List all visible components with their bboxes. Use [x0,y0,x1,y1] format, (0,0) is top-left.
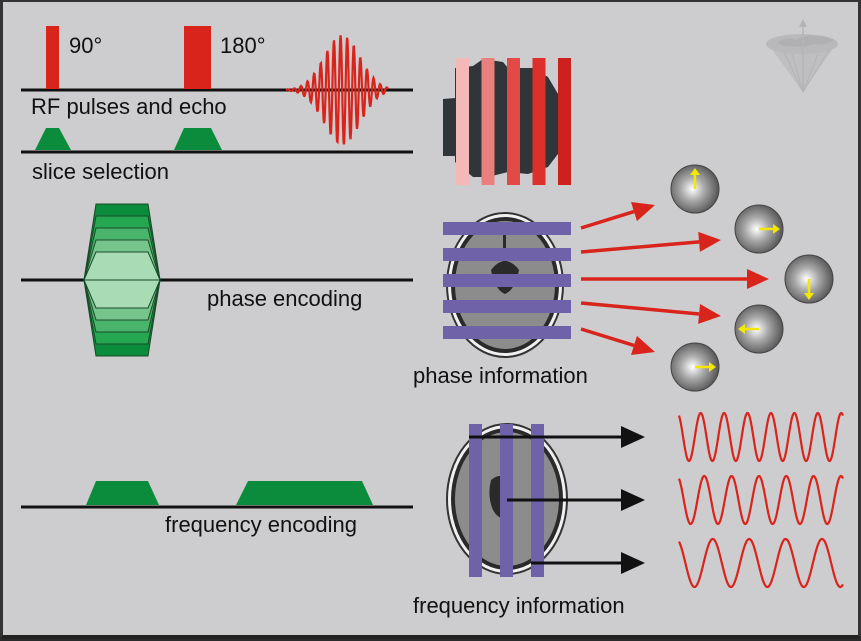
frequency-signal-2 [677,474,845,526]
phase-band-3 [443,274,571,287]
frequency-signal-1 [677,411,845,463]
slice-gradient-1 [35,128,71,150]
frequency-band-1 [469,424,482,577]
spin-sphere-5 [670,342,720,392]
phase-band-1 [443,222,571,235]
phase-brain [443,212,571,358]
slice-band-3 [507,58,520,185]
phase-arrow-1 [580,201,655,230]
rf-echo-signal [285,35,389,145]
phase-step-down-5 [83,279,161,309]
phase-band-5 [443,326,571,339]
diagram-svg [21,19,845,589]
freq-gradient-readout [236,481,373,505]
spin-sphere-3 [784,254,834,304]
phase-band-2 [443,248,571,261]
spin-sphere-4 [734,304,784,354]
logo-icon [766,19,838,93]
slice-band-5 [558,58,571,185]
label-rf-pulses-echo: RF pulses and echo [31,94,227,119]
rf-pulse-90 [46,26,59,89]
label-frequency-encoding: frequency encoding [165,512,358,537]
label-phase-encoding: phase encoding [207,286,363,311]
phase-arrow-4 [580,301,721,324]
phase-step-up-5 [83,251,161,281]
phase-encoding-gradient-table [83,203,161,357]
frequency-band-2 [500,424,513,577]
spin-sphere-1 [670,164,720,214]
phase-arrow-3 [581,269,769,289]
slice-band-2 [481,58,495,185]
phase-band-4 [443,300,571,313]
slice-band-4 [532,58,546,185]
label-90-degree: 90° [69,33,103,58]
label-slice-selection: slice selection [32,159,169,184]
phase-arrow-5 [580,327,655,356]
phase-arrow-2 [580,231,721,254]
freq-gradient-dephase [86,481,159,505]
frequency-signal-3 [678,537,844,589]
label-frequency-information: frequency information [413,593,625,618]
label-phase-information: phase information [413,363,588,388]
label-180-degree: 180° [220,33,266,58]
slice-gradient-2 [174,128,222,150]
rf-pulse-180 [184,26,211,89]
spin-sphere-2 [734,204,784,254]
frequency-arrows [469,426,645,574]
slice-band-1 [456,58,469,185]
slice-selection-head [443,58,571,185]
